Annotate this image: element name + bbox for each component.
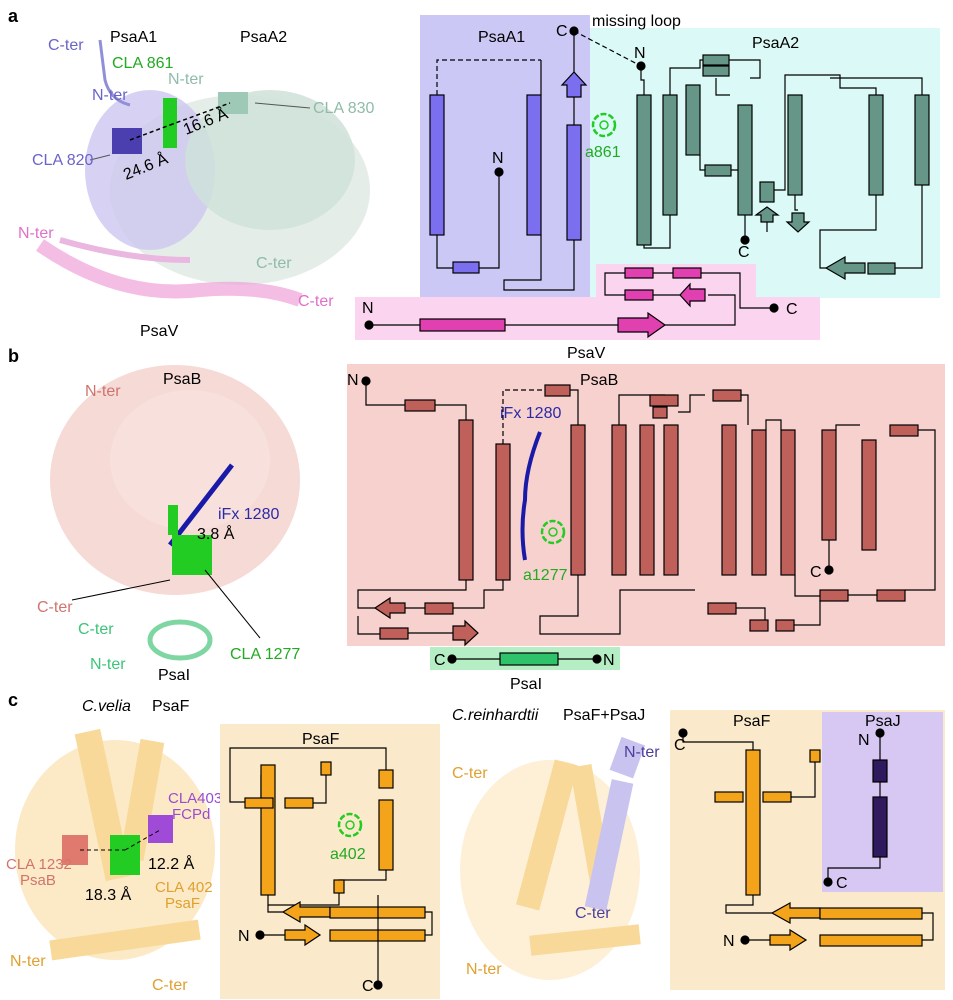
topo-psaf-title: PsaF xyxy=(302,731,340,748)
label-cvelia: C.velia xyxy=(82,698,131,715)
label-psaa1: PsaA1 xyxy=(110,29,157,46)
topo-psaa1-title: PsaA1 xyxy=(478,29,525,46)
topo-psav-c: C xyxy=(786,301,798,318)
label-nter-purple: N-ter xyxy=(92,87,128,104)
label-cter-psaf-cr: C-ter xyxy=(452,765,488,782)
label-cla820: CLA 820 xyxy=(32,152,93,169)
topo-c-label: C xyxy=(556,23,568,40)
topo-psaa2-title: PsaA2 xyxy=(752,35,799,52)
cla820-molecule xyxy=(112,128,142,154)
psaa1-region xyxy=(420,15,590,297)
psav-topology xyxy=(364,267,779,339)
label-nter-psab: N-ter xyxy=(85,383,121,400)
topo-ifx: iFx 1280 xyxy=(500,405,561,422)
psab-structure xyxy=(50,365,300,661)
label-cter-cvelia: C-ter xyxy=(152,977,188,994)
label-cla403: CLA403 xyxy=(168,790,222,807)
a1277-chlorophyll-icon xyxy=(540,519,566,545)
label-cter-green: C-ter xyxy=(256,255,292,272)
topo-cr-n2: N xyxy=(723,933,735,950)
topo-a402: a402 xyxy=(330,846,366,863)
psai-topology xyxy=(447,652,602,666)
cla861-molecule xyxy=(163,98,177,148)
topo-psav-n: N xyxy=(362,300,374,317)
label-psai: PsaI xyxy=(158,667,190,684)
psaa1-topology xyxy=(429,26,646,291)
topo-a1277: a1277 xyxy=(523,567,568,584)
label-cter-psaj: C-ter xyxy=(575,905,611,922)
label-nter-psai: N-ter xyxy=(90,656,126,673)
label-cla1277: CLA 1277 xyxy=(230,646,300,663)
label-nter-cvelia: N-ter xyxy=(10,953,46,970)
label-creinhardtii: C.reinhardtii xyxy=(452,707,539,724)
label-cla402-psaf: PsaF xyxy=(165,895,200,912)
label-nter-psaj: N-ter xyxy=(624,744,660,761)
topo-n-inner: N xyxy=(492,150,504,167)
label-psab-c: PsaB xyxy=(20,872,56,889)
psaa2-topology xyxy=(636,54,930,281)
label-psab: PsaB xyxy=(163,371,201,388)
topo-cr-c1: C xyxy=(674,737,686,754)
topo-n-psaa2: N xyxy=(634,45,646,62)
topo-psai-c: C xyxy=(434,652,446,669)
cvelia-psaf-structure xyxy=(15,728,215,961)
label-cter-psai: C-ter xyxy=(78,621,114,638)
cla830-molecule xyxy=(218,92,248,114)
label-psafj: PsaF+PsaJ xyxy=(563,707,645,724)
label-nter-psaf-cr: N-ter xyxy=(466,961,502,978)
topo-missing-loop: missing loop xyxy=(592,13,681,30)
label-dist-18-3: 18.3 Å xyxy=(85,885,132,904)
topo-cr-n1: N xyxy=(858,732,870,749)
label-cla402: CLA 402 xyxy=(155,879,213,896)
label-dist-12-2: 12.2 Å xyxy=(148,854,195,873)
label-ifx1280: iFx 1280 xyxy=(218,506,279,523)
topo-cr-psaf: PsaF xyxy=(733,713,771,730)
psaa-structure xyxy=(36,39,370,307)
label-cvelia-psaf: PsaF xyxy=(152,698,190,715)
topo-cr-c2: C xyxy=(836,875,848,892)
topo-a861: a861 xyxy=(585,144,621,161)
topo-psab-title: PsaB xyxy=(580,372,618,389)
a402-chlorophyll-icon xyxy=(337,812,363,838)
label-cter-pink: C-ter xyxy=(298,293,334,310)
topo-psai-label: PsaI xyxy=(510,676,542,693)
psaf-topology-cvelia xyxy=(229,747,433,990)
label-nter-pink: N-ter xyxy=(18,225,54,242)
label-psaa2: PsaA2 xyxy=(240,29,287,46)
psafj-topology xyxy=(678,728,934,952)
ifx1280-molecule xyxy=(520,431,542,561)
label-cter-a1: C-ter xyxy=(48,37,84,54)
label-cter-psab: C-ter xyxy=(37,599,73,616)
panel-label-b: b xyxy=(8,346,19,366)
panel-label-c: c xyxy=(8,690,18,710)
topo-psaf-c: C xyxy=(362,978,374,995)
label-cla861: CLA 861 xyxy=(112,55,173,72)
label-cla830: CLA 830 xyxy=(313,100,374,117)
label-psav: PsaV xyxy=(140,323,179,340)
topo-psab-n: N xyxy=(347,372,359,389)
psab-topology xyxy=(357,376,936,647)
panel-label-a: a xyxy=(8,6,19,26)
topo-psaf-n: N xyxy=(238,928,250,945)
topo-cr-psaj: PsaJ xyxy=(865,713,901,730)
topo-psai-n: N xyxy=(603,652,615,669)
topo-psab-c: C xyxy=(810,564,822,581)
creinhardtii-structure xyxy=(460,736,646,980)
label-cla1232: CLA 1232 xyxy=(6,856,72,873)
topo-c-inner: C xyxy=(738,244,750,261)
topo-psav-label: PsaV xyxy=(567,345,606,362)
cla1277-molecule xyxy=(172,535,212,575)
label-dist-3-8: 3.8 Å xyxy=(197,524,235,543)
a861-chlorophyll-icon xyxy=(591,112,617,138)
label-fcpd: FCPd xyxy=(172,806,210,823)
label-nter-green: N-ter xyxy=(168,71,204,88)
